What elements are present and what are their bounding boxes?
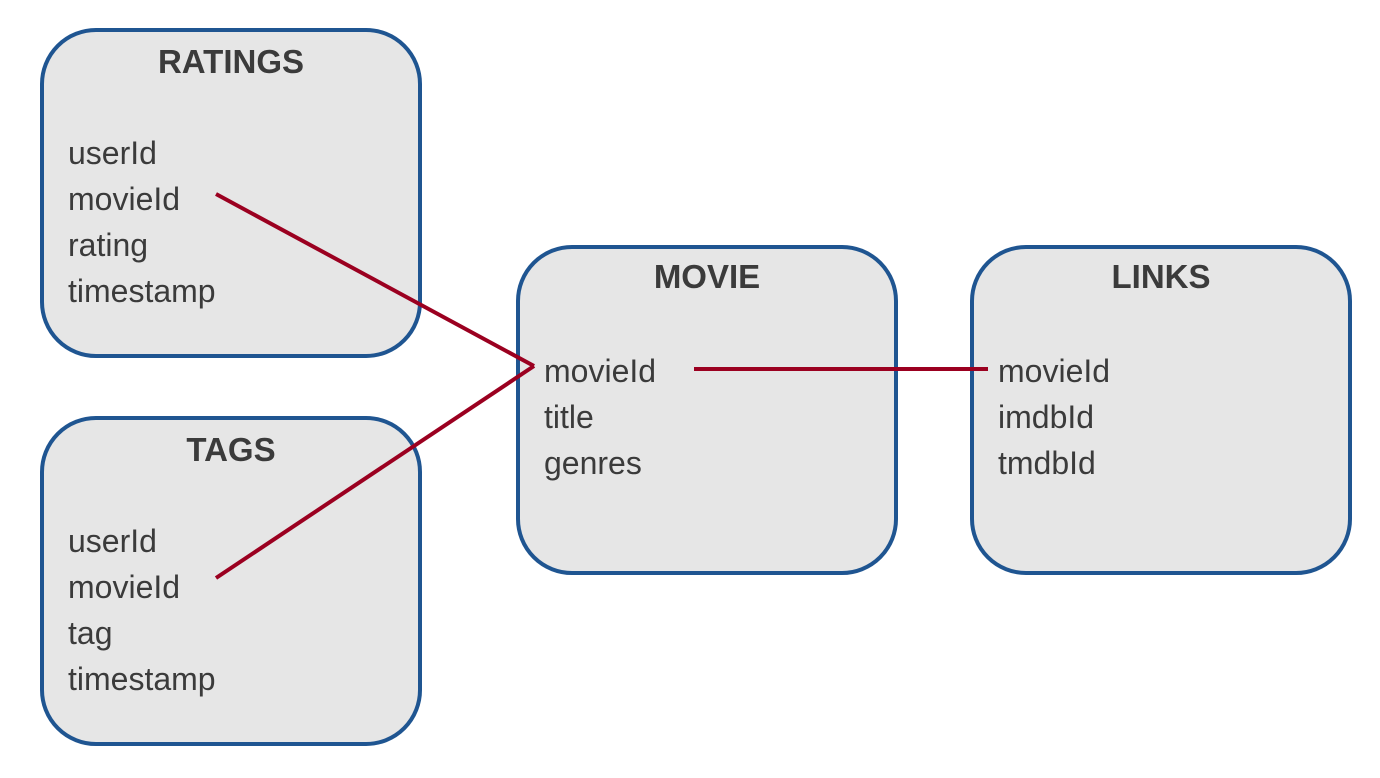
field-movieid: movieId [544,353,657,389]
field-movieid: movieId [68,569,181,605]
entity-title: RATINGS [157,43,305,80]
field-movieid: movieId [68,181,181,217]
field-list: userId movieId rating timestamp [68,130,216,314]
entity-movie: MOVIE movieId title genres [516,245,898,575]
entity-title: TAGS [186,431,276,468]
field-tag: tag [68,615,113,651]
field-rating: rating [68,227,149,263]
entity-title: MOVIE [653,258,761,295]
field-movieid: movieId [998,353,1111,389]
field-genres: genres [544,445,642,481]
field-timestamp: timestamp [68,661,216,697]
field-list: userId movieId tag timestamp [68,518,216,702]
field-userid: userId [68,523,157,559]
entity-ratings: RATINGS userId movieId rating timestamp [40,28,422,358]
field-title: title [544,399,594,435]
field-userid: userId [68,135,157,171]
entity-tags: TAGS userId movieId tag timestamp [40,416,422,746]
entity-title: LINKS [1111,258,1211,295]
field-list: movieId title genres [544,348,656,486]
field-timestamp: timestamp [68,273,216,309]
field-imdbid: imdbId [998,399,1095,435]
field-tmdbid: tmdbId [998,445,1096,481]
field-list: movieId imdbId tmdbId [998,348,1110,486]
entity-links: LINKS movieId imdbId tmdbId [970,245,1352,575]
